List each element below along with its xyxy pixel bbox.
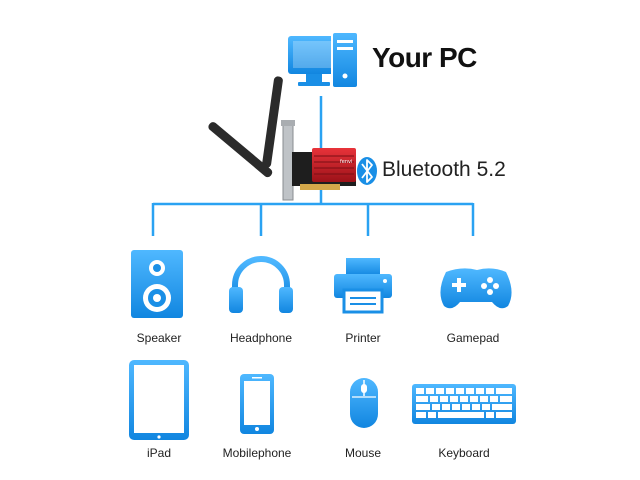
device-label-gamepad: Gamepad: [446, 331, 500, 345]
bluetooth-label: Bluetooth 5.2: [382, 158, 506, 181]
connector-lines: [151, 96, 475, 236]
adapter-card: [208, 76, 356, 201]
device-label-speaker: Speaker: [136, 331, 182, 345]
device-label-mouse: Mouse: [344, 446, 382, 460]
device-label-keyboard: Keyboard: [438, 446, 490, 460]
device-label-mobilephone: Mobilephone: [222, 446, 292, 460]
device-label-headphone: Headphone: [229, 331, 293, 345]
bluetooth-icon: [357, 157, 377, 185]
keyboard-icon: [412, 384, 516, 424]
device-label-ipad: iPad: [146, 446, 172, 460]
headphone-icon: [229, 256, 293, 313]
printer-icon: [334, 258, 392, 314]
tablet-icon: [129, 360, 189, 440]
pc-title: Your PC: [372, 42, 477, 73]
device-label-printer: Printer: [345, 331, 381, 345]
speaker-icon: [131, 250, 183, 318]
mobilephone-icon: [240, 374, 274, 434]
pc-icon: [288, 31, 359, 89]
gamepad-icon: [440, 268, 512, 309]
adapter-brand: fenvi: [340, 159, 353, 165]
mouse-icon: [350, 378, 378, 428]
